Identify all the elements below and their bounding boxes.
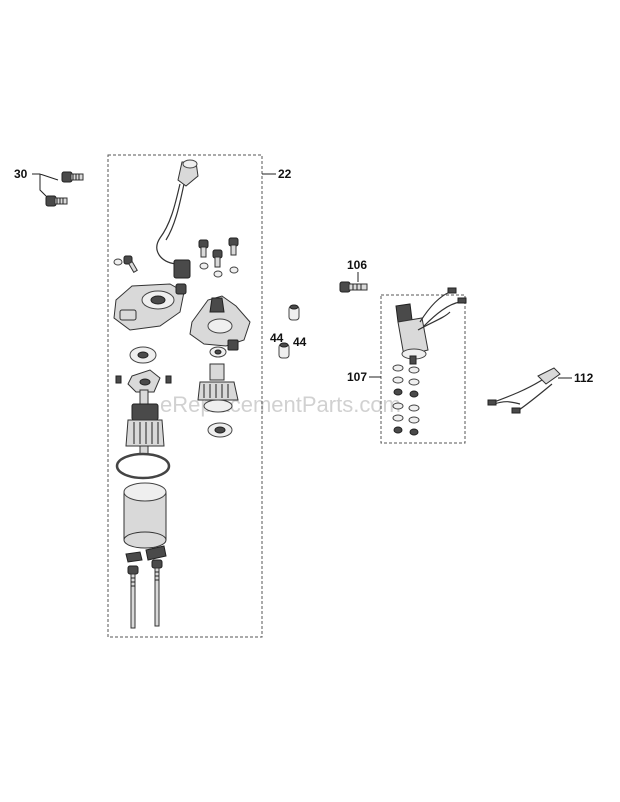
brush-holder[interactable] xyxy=(113,283,187,331)
callout-106-group[interactable]: 106 xyxy=(347,258,367,282)
callout-112-group[interactable]: 112 xyxy=(558,371,594,385)
bracket-screws[interactable] xyxy=(198,237,239,278)
callout-106-label[interactable]: 106 xyxy=(347,258,367,272)
solenoid-hardware-stack[interactable] xyxy=(392,364,420,436)
callout-44-label-b[interactable]: 44 xyxy=(293,335,307,349)
brush-plate[interactable] xyxy=(115,369,172,393)
callout-107-label[interactable]: 107 xyxy=(347,370,367,384)
watermark-text: eReplacementParts.com xyxy=(160,392,401,417)
callout-22-group[interactable]: 22 xyxy=(262,167,292,181)
callout-107-group[interactable]: 107 xyxy=(347,370,381,384)
solenoid[interactable] xyxy=(395,287,467,365)
pinion-drive-gear[interactable] xyxy=(197,363,239,413)
motor-frame[interactable] xyxy=(123,482,167,549)
end-plate-tabs[interactable] xyxy=(125,545,167,563)
callout-30-leader xyxy=(32,173,59,201)
callout-30-group[interactable]: 30 xyxy=(14,167,59,201)
o-ring[interactable] xyxy=(115,452,171,480)
brush-screw[interactable] xyxy=(113,255,138,274)
callout-22-label[interactable]: 22 xyxy=(278,167,292,181)
callout-112-label[interactable]: 112 xyxy=(574,371,594,385)
bolt-106[interactable] xyxy=(339,281,368,293)
bearing-upper[interactable] xyxy=(129,346,157,364)
bolt-30-upper[interactable] xyxy=(61,171,84,183)
armature[interactable] xyxy=(125,389,165,455)
washer-right-upper[interactable] xyxy=(209,346,227,358)
starter-lead-wire[interactable] xyxy=(156,159,199,279)
through-bolt-right[interactable] xyxy=(151,559,163,627)
drive-end-housing[interactable] xyxy=(189,295,251,351)
wire-harness-112[interactable] xyxy=(487,367,561,414)
bolt-30-lower[interactable] xyxy=(45,195,68,207)
starter-assembly-frame xyxy=(107,154,263,638)
callout-44-label-a[interactable]: 44 xyxy=(270,331,284,345)
bushing-44-upper[interactable] xyxy=(288,304,300,321)
bearing-lower[interactable] xyxy=(207,422,233,438)
solenoid-assembly-frame xyxy=(380,294,466,444)
callout-44-group[interactable]: 44 44 xyxy=(270,331,307,349)
callout-30-label[interactable]: 30 xyxy=(14,167,28,181)
bushing-44-lower[interactable] xyxy=(278,342,290,359)
through-bolt-left[interactable] xyxy=(127,565,139,629)
